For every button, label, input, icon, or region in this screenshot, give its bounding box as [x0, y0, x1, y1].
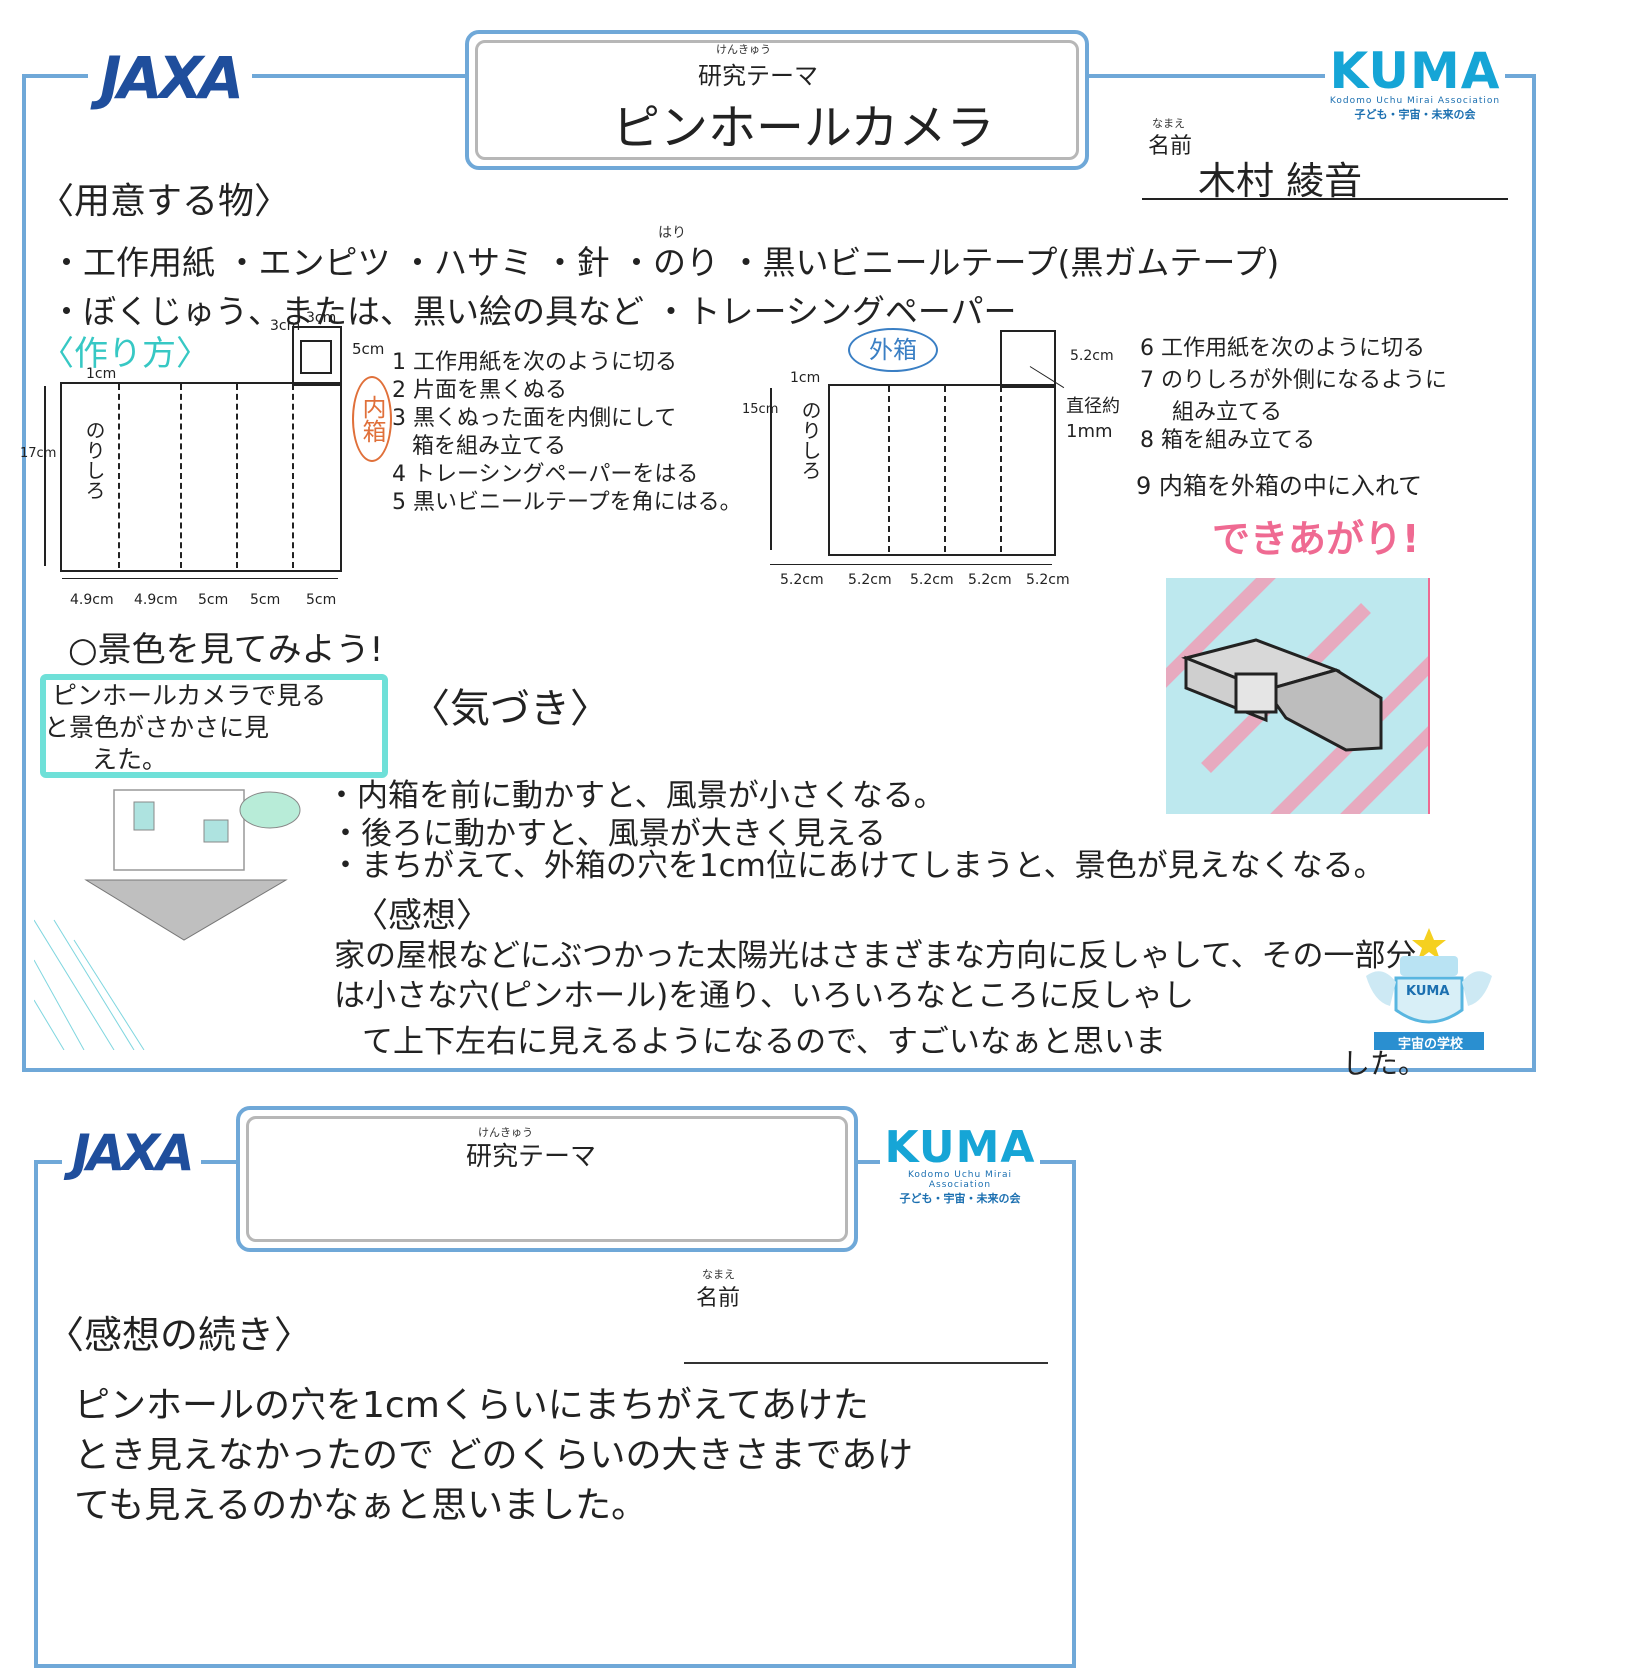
inner-tab3b: 3cm	[306, 310, 337, 326]
done-text: できあがり!	[1212, 517, 1420, 561]
impression-line: て上下左右に見えるようになるので、すごいなぁと思いま	[362, 1024, 1166, 1060]
inverted-scene-sketch	[33, 780, 314, 1051]
materials-heading: 〈用意する物〉	[38, 181, 291, 222]
view-note-line: ピンホールカメラで見る	[52, 681, 327, 710]
inner-width-1: 4.9cm	[70, 592, 114, 608]
theme-title-box	[465, 30, 1089, 170]
glue-label-outer: のりしろ	[798, 400, 822, 480]
inner-width-4: 5cm	[250, 592, 281, 608]
inner-step: 5 黒いビニールテープを角にはる。	[392, 490, 742, 515]
theme-label: 研究テーマ	[698, 62, 818, 90]
inner-step: 1 工作用紙を次のように切る	[392, 350, 677, 375]
howto-heading: 〈作り方〉	[40, 334, 210, 374]
notice-heading: 〈気づき〉	[410, 686, 610, 732]
outer-step: 組み立てる	[1172, 400, 1283, 425]
outer-box-label: 外箱	[848, 328, 938, 372]
outer-width-2: 5.2cm	[848, 572, 892, 588]
outer-step: 7 のりしろが外側になるように	[1140, 368, 1447, 393]
inner-box-label: 内箱	[352, 376, 392, 462]
kuma-logo: KUMA Kodomo Uchu Mirai Association 子ども・宇…	[1325, 46, 1505, 122]
outer-hole: 直径約1mm	[1066, 396, 1120, 443]
badge-text: KUMA	[1406, 984, 1450, 999]
outer-step: 6 工作用紙を次のように切る	[1140, 336, 1425, 361]
notice-item: ・まちがえて、外箱の穴を1cm位にあけてしまうと、景色が見えなくなる。	[330, 848, 1385, 884]
inner-tab3a: 3cm	[270, 318, 301, 334]
continuation-line: とき見えなかったので どのくらいの大きさまであけ	[74, 1435, 914, 1476]
outer-width-4: 5.2cm	[968, 572, 1012, 588]
inner-width-3: 5cm	[198, 592, 229, 608]
inner-step: 3 黒くぬった面を内側にして	[392, 406, 677, 431]
inner-width-5: 5cm	[306, 592, 337, 608]
inner-step: 2 片面を黒くぬる	[392, 378, 567, 403]
inner-tab1: 1cm	[86, 366, 117, 382]
impression-heading: 〈感想〉	[354, 896, 490, 936]
impression-line: 家の屋根などにぶつかった太陽光はさまざまな方向に反しゃして、その一部分	[334, 938, 1417, 974]
view-note-line: えた。	[92, 745, 168, 774]
impression-line: した。	[1342, 1047, 1427, 1080]
badge-caption: 宇宙の学校	[1398, 1037, 1464, 1052]
name-value: 木村 綾音	[1198, 159, 1363, 203]
name-underline	[684, 1362, 1048, 1364]
view-line: ○景色を見てみよう!	[68, 630, 384, 670]
name-ruby: なまえ	[1152, 117, 1185, 130]
outer-tab1: 1cm	[790, 370, 821, 386]
outer-width-1: 5.2cm	[780, 572, 824, 588]
inner-tab5: 5cm	[352, 340, 385, 358]
view-note-box	[40, 674, 388, 778]
outer-step: 9 内箱を外箱の中に入れて	[1136, 472, 1423, 500]
outer-h15: 15cm	[742, 402, 779, 417]
view-note-line: と景色がさかさに見	[44, 713, 270, 742]
jaxa-logo: JAXA	[88, 44, 253, 112]
continuation-line: ても見えるのかなぁと思いました。	[74, 1485, 648, 1526]
inner-step: 4 トレーシングペーパーをはる	[392, 462, 699, 487]
outer-step: 8 箱を組み立てる	[1140, 428, 1315, 453]
continuation-heading: 〈感想の続き〉	[46, 1313, 313, 1357]
finished-camera-drawing	[1166, 578, 1430, 814]
theme-title-box	[236, 1106, 858, 1252]
name-underline	[1142, 198, 1508, 200]
materials-ruby-needle: はり	[658, 225, 686, 241]
name-label: 名前	[1148, 134, 1193, 159]
name-ruby: なまえ	[702, 1268, 735, 1281]
impression-line: は小さな穴(ピンホール)を通り、いろいろなところに反しゃし	[334, 978, 1194, 1014]
name-label: 名前	[696, 1286, 741, 1311]
theme-ruby: けんきゅう	[478, 1126, 533, 1139]
notice-item: ・内箱を前に動かすと、風景が小さくなる。	[326, 778, 945, 814]
outer-width-3: 5.2cm	[910, 572, 954, 588]
theme-label: 研究テーマ	[466, 1142, 597, 1172]
glue-label-inner: のりしろ	[82, 420, 106, 500]
theme-title: ピンホールカメラ	[612, 100, 995, 156]
kuma-logo: KUMA Kodomo Uchu Mirai Association 子ども・宇…	[880, 1126, 1040, 1206]
theme-ruby: けんきゅう	[716, 43, 771, 56]
materials-line-2: ・ぼくじゅう、または、黒い絵の具など ・トレーシングペーパー	[50, 292, 1017, 331]
inner-step: 箱を組み立てる	[412, 434, 567, 459]
inner-width-2: 4.9cm	[134, 592, 178, 608]
materials-line-1: ・工作用紙 ・エンピツ ・ハサミ ・針 ・のり ・黒いビニールテープ(黒ガムテー…	[50, 243, 1280, 282]
inner-h17: 17cm	[20, 446, 57, 461]
continuation-line: ピンホールの穴を1cmくらいにまちがえてあけた	[74, 1385, 869, 1426]
jaxa-logo: JAXA	[62, 1124, 201, 1182]
notice-item: ・後ろに動かすと、風景が大きく見える	[330, 816, 886, 852]
kuma-badge: KUMA 宇宙の学校	[1356, 926, 1502, 1052]
outer-tab52: 5.2cm	[1070, 348, 1114, 364]
outer-width-5: 5.2cm	[1026, 572, 1070, 588]
